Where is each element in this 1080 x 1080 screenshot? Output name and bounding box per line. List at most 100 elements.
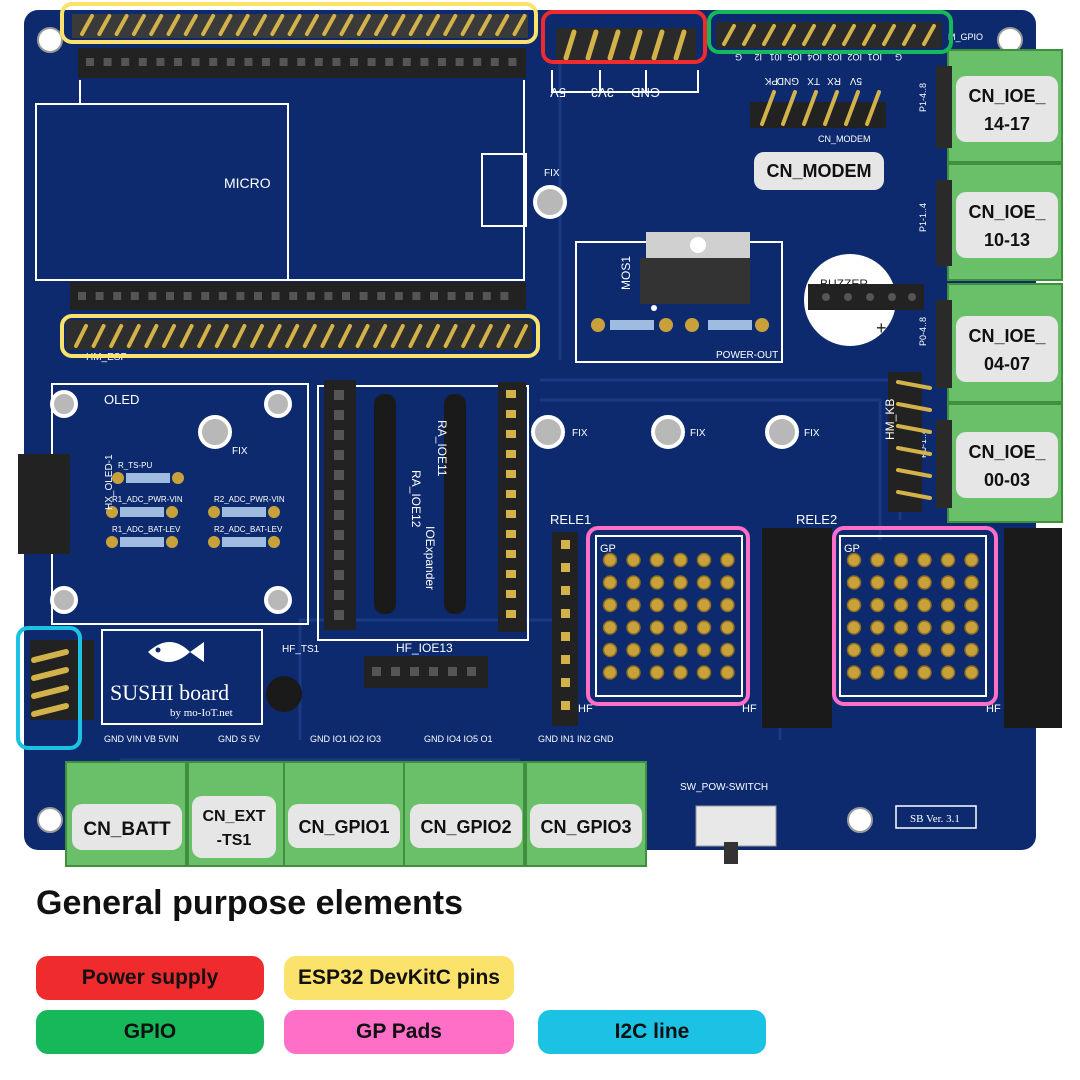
socket-hole [254,292,262,300]
resistor-label: R2_ADC_BAT-LEV [214,525,283,534]
socket-hole [174,58,182,66]
gp-pad [720,665,735,680]
buzzer [804,254,924,346]
socket-hole [334,510,344,520]
gp-pad [964,665,979,680]
socket-hole [236,292,245,300]
resistor-label: R2_ADC_PWR-VIN [214,495,285,504]
gp-pad [846,665,862,680]
highlight-gp-pads-2 [832,526,998,706]
callout-cn-gpio3: CN_GPIO3 [530,804,642,848]
socket-hole [508,58,517,66]
header-pin [356,14,371,36]
gp-pad [964,575,979,590]
ioe-callout-line2: 14-17 [984,114,1030,134]
ioexpander-label: IOExpander [423,526,437,590]
header-pin [561,678,570,687]
fix-label: FIX [572,428,588,439]
header-pin [218,14,233,36]
callout-cn-gpio2: CN_GPIO2 [410,804,522,848]
gp-pad [602,552,618,568]
header-pin [478,324,493,348]
callout-cn-modem: CN_MODEM [754,152,884,190]
gp-pad [602,575,618,590]
socket-hole [447,292,456,300]
esp-top-pins [80,14,527,36]
gp-pad [673,597,688,613]
header-pin [408,324,423,348]
gp-pad [940,552,956,568]
header-pin [287,14,302,36]
gp-pad [917,575,932,590]
sushi-board-diagram: FIX FIX FIX FIX FIX MICRO HM_ESP 5V 3V3 … [16,2,1063,867]
header-pin [561,586,570,595]
gpio3-pins-label: GND IN1 IN2 GND [538,734,614,744]
esp-bottom-socket-holes [78,292,509,300]
gp-pad [870,665,885,680]
legend-title: General purpose elements [36,884,464,922]
ioe-callout-box [956,432,1058,498]
gp-pad [626,597,641,613]
ioe-terminal-pins [936,66,952,148]
ioe-callout-box [956,76,1058,142]
header-pin [267,324,282,348]
power-switch-lever[interactable] [724,842,738,864]
esp-top-socket-holes [86,58,517,66]
modem-pin [760,90,776,126]
socket-hole [113,292,122,300]
gp-pad [893,597,909,613]
socket-hole [314,58,323,66]
gpio-pin [902,24,916,46]
socket-hole [334,470,344,480]
socket-hole [334,590,344,600]
header-pin [320,324,335,348]
resistor-lead [172,472,184,484]
socket-hole [412,292,421,300]
gp-pad [696,575,712,590]
callout-cn-ext-ts1: CN_EXT -TS1 [192,796,276,858]
socket-hole [209,58,218,66]
power-switch[interactable] [695,805,777,847]
esp-bottom-pins [74,324,528,348]
gp-pad [720,575,735,590]
resistor-lead [166,506,178,518]
gpio-pin-label: IO2 [847,52,862,62]
gp-pad [720,642,735,658]
power-gnd-label: GND [631,85,660,100]
gp-pad [673,575,688,590]
socket-hole [201,292,210,300]
socket-hole [385,58,394,66]
resistor-lead [166,536,178,548]
highlight-power [541,10,707,64]
socket-hole [430,292,438,300]
modem-pin [802,90,818,126]
hm-kb-header [888,372,932,512]
hx-oled-label: HX_OLED-1 [104,454,115,510]
cn-ext-ts1-callout-1: CN_EXT [202,808,265,825]
ioe-side-labels: P1-4..8P1-1..4P0-4..8P0-1..4 [918,83,928,458]
fix-label: FIX [690,428,706,439]
modem-pin-label: PK [764,75,778,86]
socket-hole [262,58,270,66]
cn-ext-ts1-callout-2: -TS1 [217,832,252,849]
gp-pad [940,575,956,590]
gp-pad [649,597,665,613]
gp-pad [720,597,735,613]
gp-pad [870,642,885,658]
socket-hole [191,58,200,66]
header-pin [461,324,476,348]
header-pin [285,324,300,348]
gp-pad [626,575,641,590]
header-pin [339,14,354,36]
gp-pad [940,620,956,635]
socket-hole [334,550,344,560]
gp-pad-frame [595,535,743,697]
gpio-pin [802,24,816,46]
ioe-callout-box [956,316,1058,382]
gp-pad [649,665,665,680]
header-pin [506,450,516,458]
gp-pad [673,642,688,658]
socket-hole [95,292,104,300]
header-pin [391,14,406,36]
gp-pad [917,665,932,680]
